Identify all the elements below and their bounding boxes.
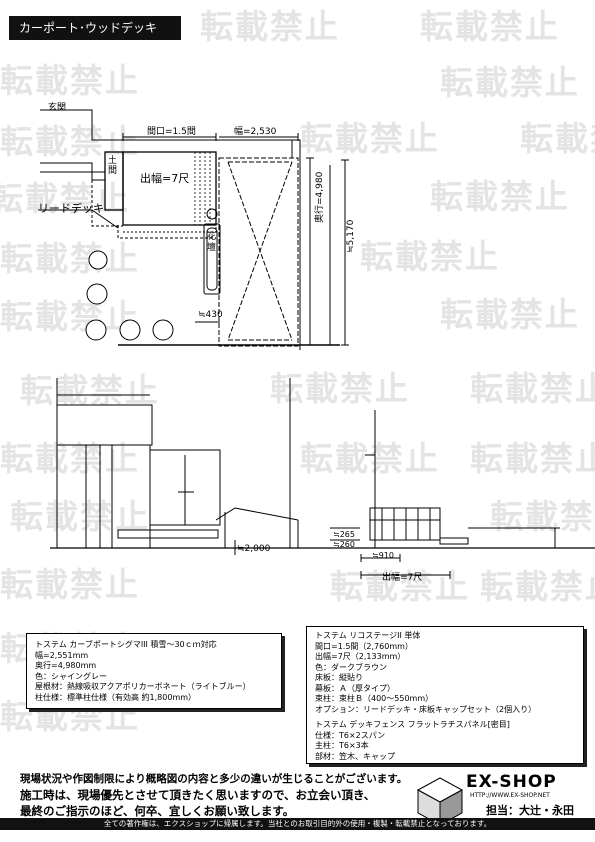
spec-line: 幅=2,551mm bbox=[35, 650, 89, 660]
frontage-label: 間口=1.5間 bbox=[147, 127, 196, 137]
brand-logo: EX-SHOP bbox=[466, 772, 557, 792]
spec-line: 部材：笠木、キャップ bbox=[315, 751, 395, 761]
projection-label: 出幅=7尺 bbox=[140, 172, 190, 185]
depth-label: 奥行=4,980 bbox=[315, 171, 325, 223]
page-title: カーポート･ウッドデッキ bbox=[9, 16, 181, 40]
spec-line: トステム カーブポートシグマIII 積雪～30ｃｍ対応 bbox=[35, 640, 217, 649]
carport-spec-box: トステム カーブポートシグマIII 積雪～30ｃｍ対応 幅=2,551mm 奥行… bbox=[26, 633, 282, 709]
post-marker bbox=[206, 208, 218, 220]
shrub bbox=[88, 250, 108, 270]
spec-line: 柱仕様：標準柱仕様（有効高 約1,800mm） bbox=[35, 692, 197, 702]
copyright-footer: 全ての著作権は、エクスショップに帰属します。当社とのお取引目的外の使用・複製・転… bbox=[0, 818, 595, 830]
shrub bbox=[152, 319, 174, 341]
offset-label: ≒430 bbox=[198, 310, 223, 320]
spec-line: 屋根材：熱線吸収アクアポリカーボネート（ライトブルー） bbox=[35, 682, 251, 691]
spec-line: 出幅=7尺（2,133mm） bbox=[315, 652, 406, 661]
wood-deck-label: リードデッキ bbox=[38, 202, 104, 215]
deck-outline bbox=[122, 151, 217, 226]
deck-spec-box: トステム リコステージII 単体 間口=1.5間（2,760mm） 出幅=7尺（… bbox=[306, 626, 584, 764]
deck-elevation bbox=[117, 529, 219, 539]
logo-cube-icon bbox=[416, 777, 464, 826]
spec-line: 仕様：T6×2スパン bbox=[315, 730, 386, 740]
depth-910-label: ≒910 bbox=[372, 551, 394, 560]
notice-line: 現場状況や作図制限により概略図の内容と多少の違いが生じることがございます。 bbox=[20, 773, 408, 785]
elevation-projection-label: 出幅=7尺 bbox=[382, 573, 423, 583]
width-label: 幅=2,530 bbox=[234, 127, 277, 137]
lead-deck-outline bbox=[117, 225, 216, 239]
spec-line: トステム デッキフェンス フラットラチスパネル[密目] bbox=[315, 720, 510, 729]
height-2000-label: ≒2,000 bbox=[237, 544, 271, 554]
spec-line: トステム リコステージII 単体 bbox=[315, 631, 421, 640]
spec-line: オプション：リードデッキ・床板キャップセット（2個入り） bbox=[315, 704, 537, 714]
flower-bed bbox=[203, 223, 221, 295]
spec-line: 奥行=4,980mm bbox=[35, 661, 97, 670]
spec-line: 色：シャイングレー bbox=[35, 671, 107, 681]
genkan-label: 玄関 bbox=[48, 103, 67, 113]
notice-line: 施工時は、現場優先とさせて頂きたく思いますので、お立会い頂き、 bbox=[20, 788, 376, 802]
height-265-label: ≒265 bbox=[333, 530, 355, 539]
brand-url[interactable]: HTTP://WWW.EX-SHOP.NET bbox=[470, 792, 550, 799]
spec-line: 幕板：Ａ（厚タイプ） bbox=[315, 683, 395, 693]
overall-depth-label: ≒5,170 bbox=[346, 219, 356, 253]
spec-line: 色：ダークブラウン bbox=[315, 662, 387, 672]
flower-bed-label: 花壇 bbox=[207, 232, 217, 253]
spec-line: 主柱：T6×3本 bbox=[315, 741, 369, 750]
doma-label: 土間 bbox=[108, 156, 118, 176]
shrub bbox=[119, 319, 141, 341]
carport-roof bbox=[215, 507, 299, 521]
spec-line: 床板：縦貼り bbox=[315, 673, 363, 682]
staff-label: 担当：大辻・永田 bbox=[486, 804, 574, 817]
spec-line: 間口=1.5間（2,760mm） bbox=[315, 641, 413, 651]
notice-line: 最終のご指示のほど、何卒、宜しくお願い致します。 bbox=[20, 804, 295, 818]
carport-outline bbox=[218, 157, 299, 347]
spec-line: 束柱：束柱Ｂ（400～550mm） bbox=[315, 694, 434, 703]
shrub bbox=[86, 283, 108, 305]
notice-text: 現場状況や作図制限により概略図の内容と多少の違いが生じることがございます。 施工… bbox=[20, 771, 408, 819]
deck-fence-elevation bbox=[369, 507, 441, 541]
shrub bbox=[85, 319, 107, 341]
height-260-label: ≒260 bbox=[333, 540, 355, 549]
